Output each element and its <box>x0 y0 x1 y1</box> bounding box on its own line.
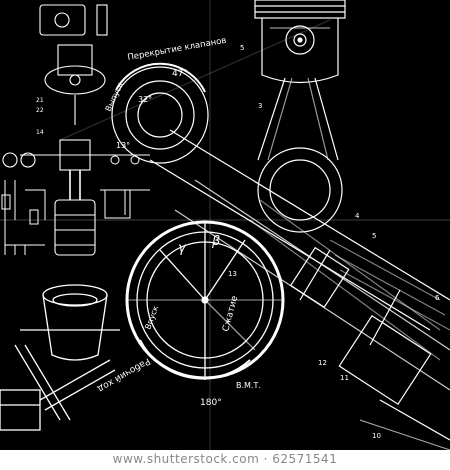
num-5-label: 5 <box>372 232 376 240</box>
float-chamber <box>0 284 120 431</box>
deg-180-label: 180° <box>200 398 222 408</box>
exhaust-label: Выпуск <box>104 81 125 113</box>
num-10-label: 10 <box>372 432 381 440</box>
angle-13-label: 13° <box>116 141 130 150</box>
engine-blueprint: Перекрытие клапанов 47° Выпуск 32° 13° С… <box>0 0 450 450</box>
watermark-text: www.shutterstock.com · 62571541 <box>112 452 338 466</box>
technical-drawing: Перекрытие клапанов 47° Выпуск 32° 13° С… <box>0 0 450 450</box>
num-22-label: 22 <box>36 107 44 114</box>
timing-diagram <box>125 220 285 380</box>
num-3-label: 3 <box>258 102 262 110</box>
tdc-label: В.М.Т. <box>236 381 261 390</box>
num-5-top-label: 5 <box>240 44 244 52</box>
intake-label: Впуск <box>143 304 160 330</box>
num-13-label: 13 <box>228 270 237 278</box>
connecting-rod <box>257 77 343 233</box>
num-11-label: 11 <box>340 374 349 382</box>
sector-beta-label: β <box>211 234 220 249</box>
watermark-bar: www.shutterstock.com · 62571541 <box>0 450 450 470</box>
num-14-label: 14 <box>36 129 44 136</box>
sector-gamma-label: γ <box>178 241 187 256</box>
num-12-label: 12 <box>318 359 327 367</box>
valve-overlap-label: Перекрытие клапанов <box>127 36 227 63</box>
num-4-label: 4 <box>355 212 360 220</box>
carburetor-parts <box>2 4 150 256</box>
cylinder-body <box>149 129 450 450</box>
angle-32-label: 32° <box>138 95 152 104</box>
working-stroke-label: Рабочий ход <box>95 355 151 393</box>
wiring-schematic <box>1 155 150 255</box>
num-21-label: 21 <box>36 97 44 104</box>
crank-gear <box>111 62 209 164</box>
piston-drawing <box>254 0 346 84</box>
angle-47-label: 47° <box>172 69 188 79</box>
num-6-label: 6 <box>435 294 440 302</box>
